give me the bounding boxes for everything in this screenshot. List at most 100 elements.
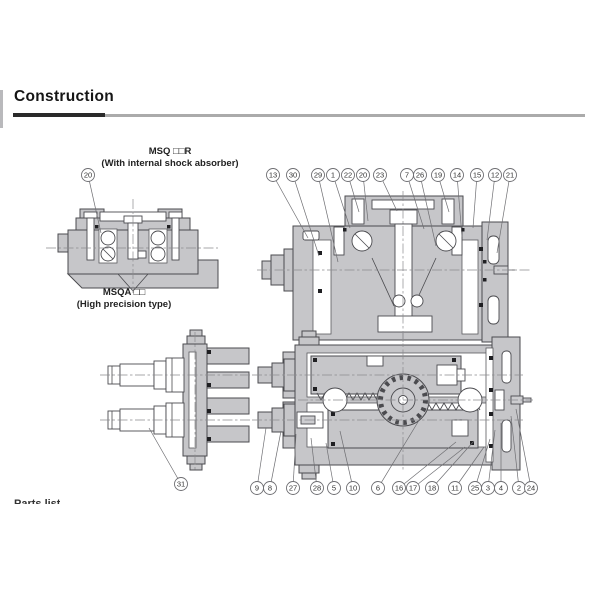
callout-circle — [392, 481, 406, 495]
callout-leader-line — [325, 442, 335, 489]
next-section-heading-partial: Parts list — [14, 498, 61, 504]
callout-leader-line — [256, 427, 267, 489]
callout-circle — [326, 168, 340, 182]
callout-number: 26 — [416, 171, 424, 180]
callout-leader-line — [317, 174, 339, 263]
callout-leader-line — [362, 174, 369, 222]
callout-22: 22 — [341, 168, 360, 213]
callout-12: 12 — [486, 168, 502, 241]
callout-leader-line — [87, 174, 102, 234]
page-edge-mark — [0, 90, 3, 128]
callout-circle — [310, 481, 324, 495]
msqa-section-diagram — [100, 329, 252, 471]
callout-circle — [263, 481, 277, 495]
side-section-diagram — [257, 191, 530, 346]
callout-number: 6 — [376, 484, 380, 493]
callout-circle — [341, 168, 355, 182]
callout-circle — [266, 168, 280, 182]
callout-20: 20 — [81, 168, 102, 234]
callout-number: 20 — [84, 171, 92, 180]
callout-18: 18 — [425, 440, 475, 495]
callout-1: 1 — [326, 168, 351, 229]
callout-20: 20 — [356, 168, 370, 222]
callout-leader-line — [515, 408, 532, 489]
callout-number: 2 — [517, 484, 521, 493]
callout-11: 11 — [448, 446, 485, 495]
callout-5: 5 — [325, 442, 341, 495]
callout-number: 16 — [395, 484, 403, 493]
callout-number: 20 — [359, 171, 367, 180]
callout-number: 23 — [376, 171, 384, 180]
plan-section-diagram — [252, 330, 533, 480]
callout-circle — [81, 168, 95, 182]
callout-number: 29 — [314, 171, 322, 180]
callout-number: 19 — [434, 171, 442, 180]
callout-leader-line — [419, 174, 437, 247]
callout-23: 23 — [373, 168, 398, 212]
callout-circle — [174, 477, 188, 491]
callout-leader-line — [487, 429, 496, 489]
callout-circle — [371, 481, 385, 495]
callout-circle — [470, 168, 484, 182]
callout-31: 31 — [148, 427, 188, 491]
callout-leader-line — [496, 174, 511, 254]
callout-10: 10 — [339, 430, 360, 495]
variant-label-msq-r: MSQ □□R (With internal shock absorber) — [70, 146, 270, 170]
callout-number: 7 — [405, 171, 409, 180]
callout-24: 24 — [515, 408, 538, 495]
callout-number: 24 — [527, 484, 535, 493]
callout-circle — [286, 481, 300, 495]
section-heading: Construction — [14, 88, 115, 105]
callout-number: 31 — [177, 480, 185, 489]
callout-leader-line — [292, 174, 320, 257]
callout-6: 6 — [371, 416, 422, 495]
callout-4: 4 — [494, 423, 508, 495]
callout-leader-line — [456, 174, 463, 238]
callout-circle — [503, 168, 517, 182]
callout-number: 18 — [428, 484, 436, 493]
callout-number: 4 — [499, 484, 503, 493]
callout-26: 26 — [413, 168, 437, 247]
callout-leader-line — [269, 430, 282, 489]
callout-leader-line — [472, 174, 478, 229]
heading-underline-dark — [13, 113, 105, 117]
callout-leader-line — [406, 174, 425, 230]
callout-2: 2 — [510, 415, 526, 495]
callout-leader-line — [474, 438, 491, 489]
callout-number: 25 — [471, 484, 479, 493]
variant1-subtitle: (With internal shock absorber) — [101, 157, 239, 169]
callout-leader-line — [412, 446, 466, 489]
callout-leader-line — [510, 415, 520, 489]
callout-circle — [425, 481, 439, 495]
callout-number: 13 — [269, 171, 277, 180]
heading-underline-light — [105, 114, 585, 117]
callout-circle — [524, 481, 538, 495]
callout-leader-line — [292, 433, 297, 489]
callout-19: 19 — [431, 168, 450, 213]
callout-number: 30 — [289, 171, 297, 180]
callout-16: 16 — [392, 441, 457, 495]
callout-28: 28 — [310, 437, 324, 495]
callout-circle — [327, 481, 341, 495]
callout-number: 3 — [486, 484, 490, 493]
callout-circle — [448, 481, 462, 495]
callout-17: 17 — [406, 446, 466, 495]
callout-circle — [494, 481, 508, 495]
callout-number: 15 — [473, 171, 481, 180]
callout-leader-line — [332, 174, 351, 229]
callout-13: 13 — [266, 168, 309, 239]
callout-number: 11 — [451, 484, 459, 493]
callout-leader-line — [339, 430, 354, 489]
callout-circle — [373, 168, 387, 182]
callout-circle — [356, 168, 370, 182]
callout-leader-line — [148, 427, 182, 485]
callout-leader-line — [431, 440, 475, 489]
callout-circle — [346, 481, 360, 495]
callout-9: 9 — [250, 427, 267, 495]
callout-29: 29 — [311, 168, 339, 263]
callout-circle — [450, 168, 464, 182]
callout-circle — [406, 481, 420, 495]
